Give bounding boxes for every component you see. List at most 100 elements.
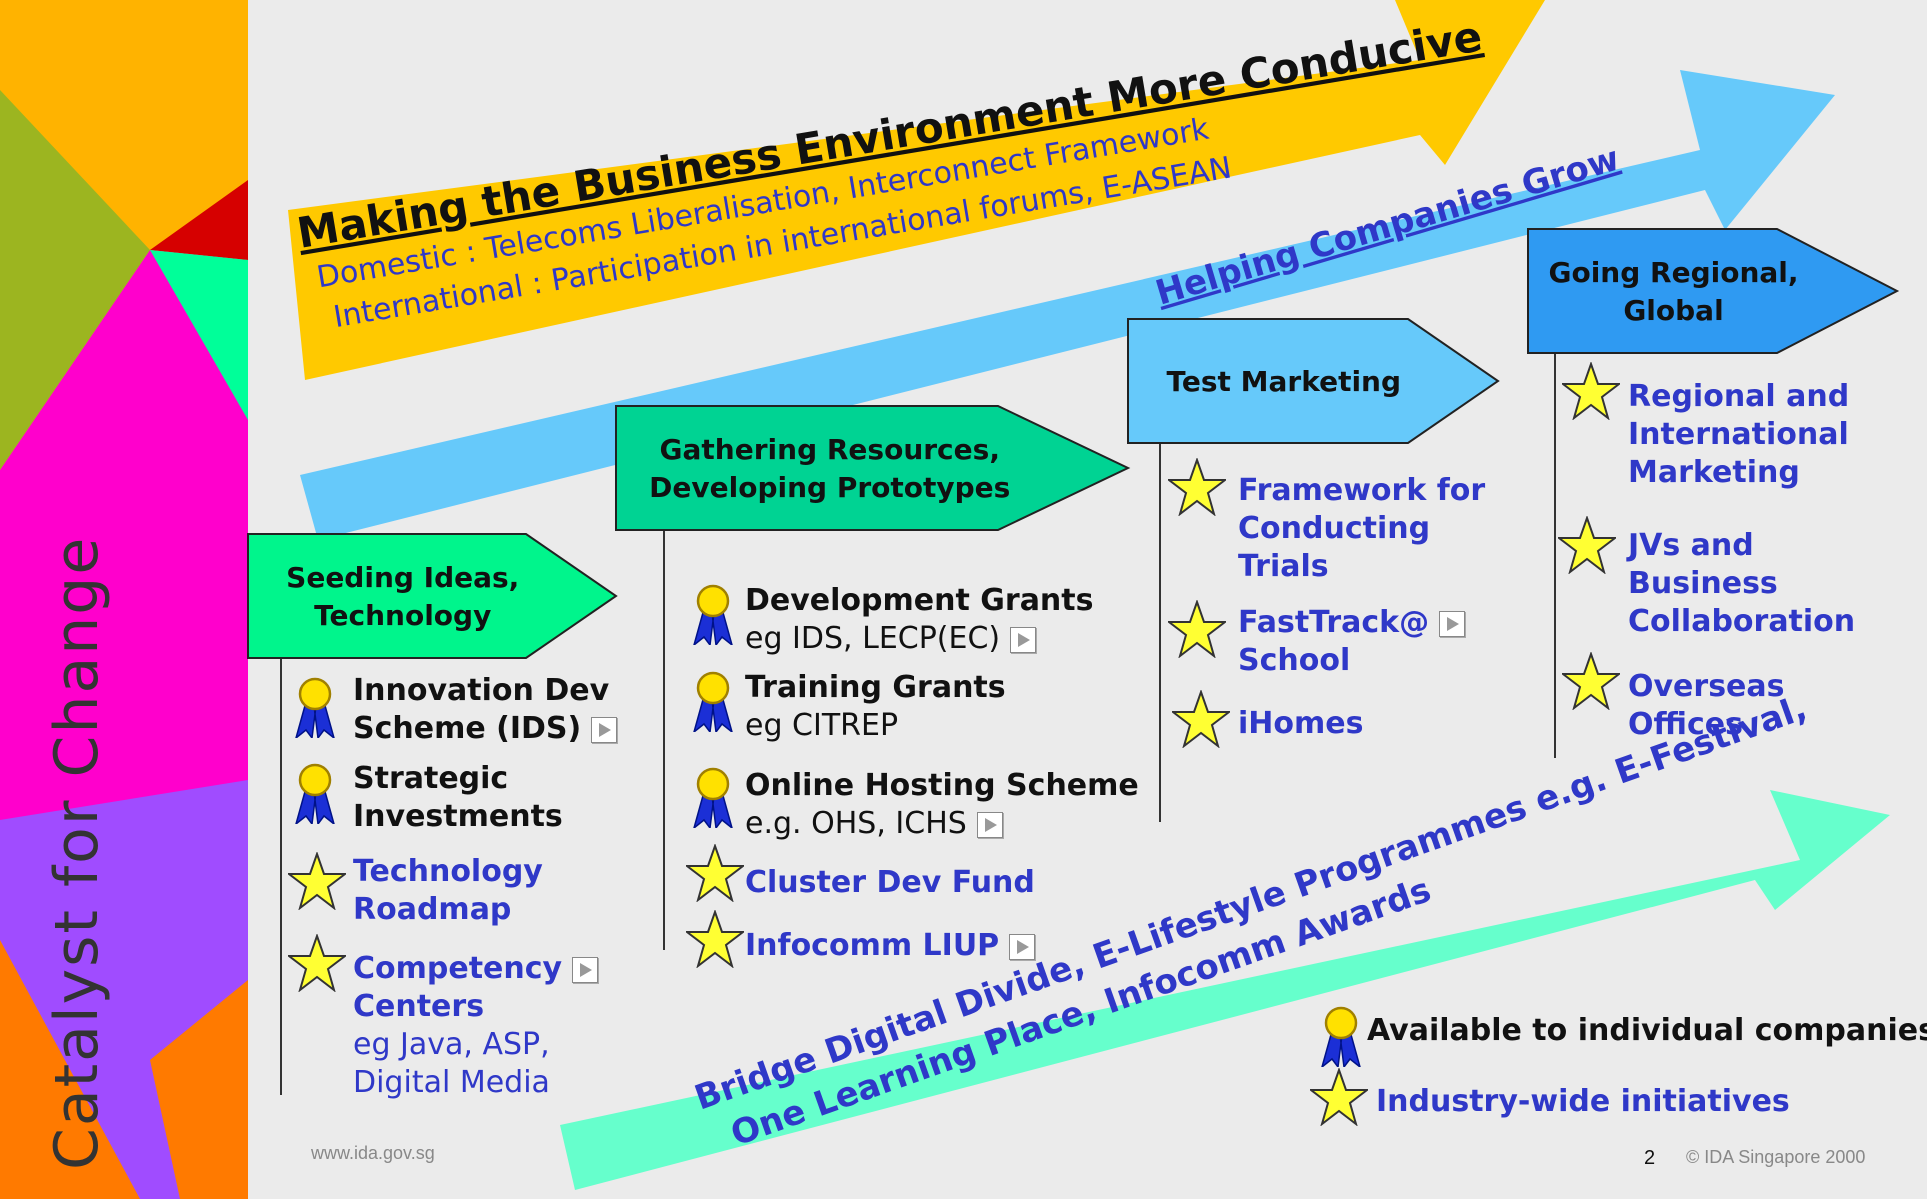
- initiative-label-text: Conducting: [1238, 511, 1431, 546]
- initiative-label: Development Grants: [745, 582, 1094, 620]
- initiative-example-text: Digital Media: [353, 1065, 550, 1100]
- initiative-label-text: Marketing: [1628, 455, 1800, 490]
- star-icon: [1560, 360, 1622, 424]
- play-link-button[interactable]: [1010, 626, 1037, 653]
- initiative-label-text: Framework for: [1238, 473, 1486, 508]
- initiative-label: International: [1628, 416, 1849, 454]
- initiative-label-text: School: [1238, 643, 1351, 678]
- initiative-item: Infocomm LIUP: [745, 927, 1036, 965]
- stage-title: Developing Prototypes: [649, 471, 1010, 504]
- initiative-item: iHomes: [1238, 705, 1363, 743]
- stage-title: Seeding Ideas,: [286, 561, 519, 594]
- play-link-button[interactable]: [591, 716, 618, 743]
- ribbon-icon: [1318, 1005, 1364, 1071]
- initiative-label: Training Grants: [745, 669, 1006, 707]
- initiative-label-text: Training Grants: [745, 670, 1006, 705]
- initiative-label-text: Collaboration: [1628, 604, 1856, 639]
- stage-title: Global: [1623, 294, 1723, 327]
- initiative-label-text: International: [1628, 417, 1849, 452]
- initiative-label-text: FastTrack@: [1238, 605, 1430, 640]
- initiative-label: iHomes: [1238, 705, 1363, 743]
- initiative-label: Scheme (IDS): [353, 710, 618, 748]
- initiative-label-text: Online Hosting Scheme: [745, 768, 1139, 803]
- play-link-button[interactable]: [976, 811, 1003, 838]
- initiative-label: Cluster Dev Fund: [745, 864, 1035, 902]
- initiative-label: School: [1238, 642, 1465, 680]
- stage-header-arrow: [615, 405, 1131, 531]
- initiative-label-text: Regional and: [1628, 379, 1850, 414]
- legend-individual: Available to individual companies: [1367, 1013, 1927, 1048]
- initiative-example: Digital Media: [353, 1064, 598, 1102]
- initiative-label-text: Investments: [353, 799, 563, 834]
- stage-title: Going Regional,: [1548, 256, 1798, 289]
- initiative-example: eg IDS, LECP(EC): [745, 620, 1094, 658]
- star-icon: [286, 932, 348, 996]
- star-icon: [1560, 650, 1622, 714]
- legend-industry: Industry-wide initiatives: [1376, 1084, 1790, 1119]
- initiative-label-text: Business: [1628, 566, 1778, 601]
- initiative-label: Investments: [353, 798, 563, 836]
- initiative-label-text: Centers: [353, 989, 485, 1024]
- copyright: © IDA Singapore 2000: [1686, 1147, 1866, 1167]
- initiative-label: Offices: [1628, 706, 1785, 744]
- star-icon: [1166, 456, 1228, 520]
- initiative-label: Trials: [1238, 548, 1485, 586]
- initiative-label: Framework for: [1238, 472, 1485, 510]
- initiative-label-text: Roadmap: [353, 892, 512, 927]
- star-icon: [1308, 1066, 1370, 1130]
- ribbon-icon: [292, 676, 338, 742]
- stage-title: Technology: [314, 599, 491, 632]
- initiative-label: Competency: [353, 950, 599, 988]
- digital-arrow: [560, 790, 1890, 1190]
- initiative-label: Infocomm LIUP: [745, 927, 1036, 965]
- ribbon-icon: [292, 762, 338, 828]
- initiative-label: Technology: [353, 853, 543, 891]
- initiative-label: Collaboration: [1628, 603, 1855, 641]
- ribbon-icon: [690, 670, 736, 736]
- initiative-label-text: Scheme (IDS): [353, 711, 582, 746]
- star-icon: [286, 850, 348, 914]
- initiative-label: Centers: [353, 988, 598, 1026]
- initiative-label-text: Innovation Dev: [353, 673, 610, 708]
- initiative-label: Business: [1628, 565, 1855, 603]
- initiative-example-text: eg CITREP: [745, 708, 899, 743]
- play-link-button[interactable]: [1009, 933, 1036, 960]
- stage-title: Gathering Resources,: [660, 433, 1000, 466]
- initiative-example: e.g. OHS, ICHS: [745, 805, 1139, 843]
- star-icon: [1166, 598, 1228, 662]
- initiative-label-text: Overseas: [1628, 669, 1785, 704]
- initiative-label-text: Development Grants: [745, 583, 1094, 618]
- initiative-label: Strategic: [353, 760, 563, 798]
- stage-header-arrow: [247, 533, 618, 659]
- initiative-label: Online Hosting Scheme: [745, 767, 1139, 805]
- star-icon: [684, 908, 746, 972]
- initiative-label-text: Infocomm LIUP: [745, 928, 1000, 963]
- initiative-example-text: eg Java, ASP,: [353, 1027, 550, 1062]
- initiative-label-text: Competency: [353, 951, 563, 986]
- ribbon-icon: [690, 766, 736, 832]
- star-icon: [684, 842, 746, 906]
- page-number: 2: [1644, 1147, 1656, 1169]
- initiative-label-text: Trials: [1238, 549, 1329, 584]
- initiative-label: Roadmap: [353, 891, 543, 929]
- sidebar-decoration: [0, 0, 248, 1199]
- initiative-label-text: Offices: [1628, 707, 1743, 742]
- initiative-item: FastTrack@School: [1238, 604, 1466, 680]
- play-link-button[interactable]: [572, 956, 599, 983]
- initiative-label: FastTrack@: [1238, 604, 1466, 642]
- initiative-label: Conducting: [1238, 510, 1485, 548]
- initiative-label-text: iHomes: [1238, 706, 1364, 741]
- initiative-label: Marketing: [1628, 454, 1849, 492]
- play-link-button[interactable]: [1439, 610, 1466, 637]
- initiative-item: Cluster Dev Fund: [745, 864, 1035, 902]
